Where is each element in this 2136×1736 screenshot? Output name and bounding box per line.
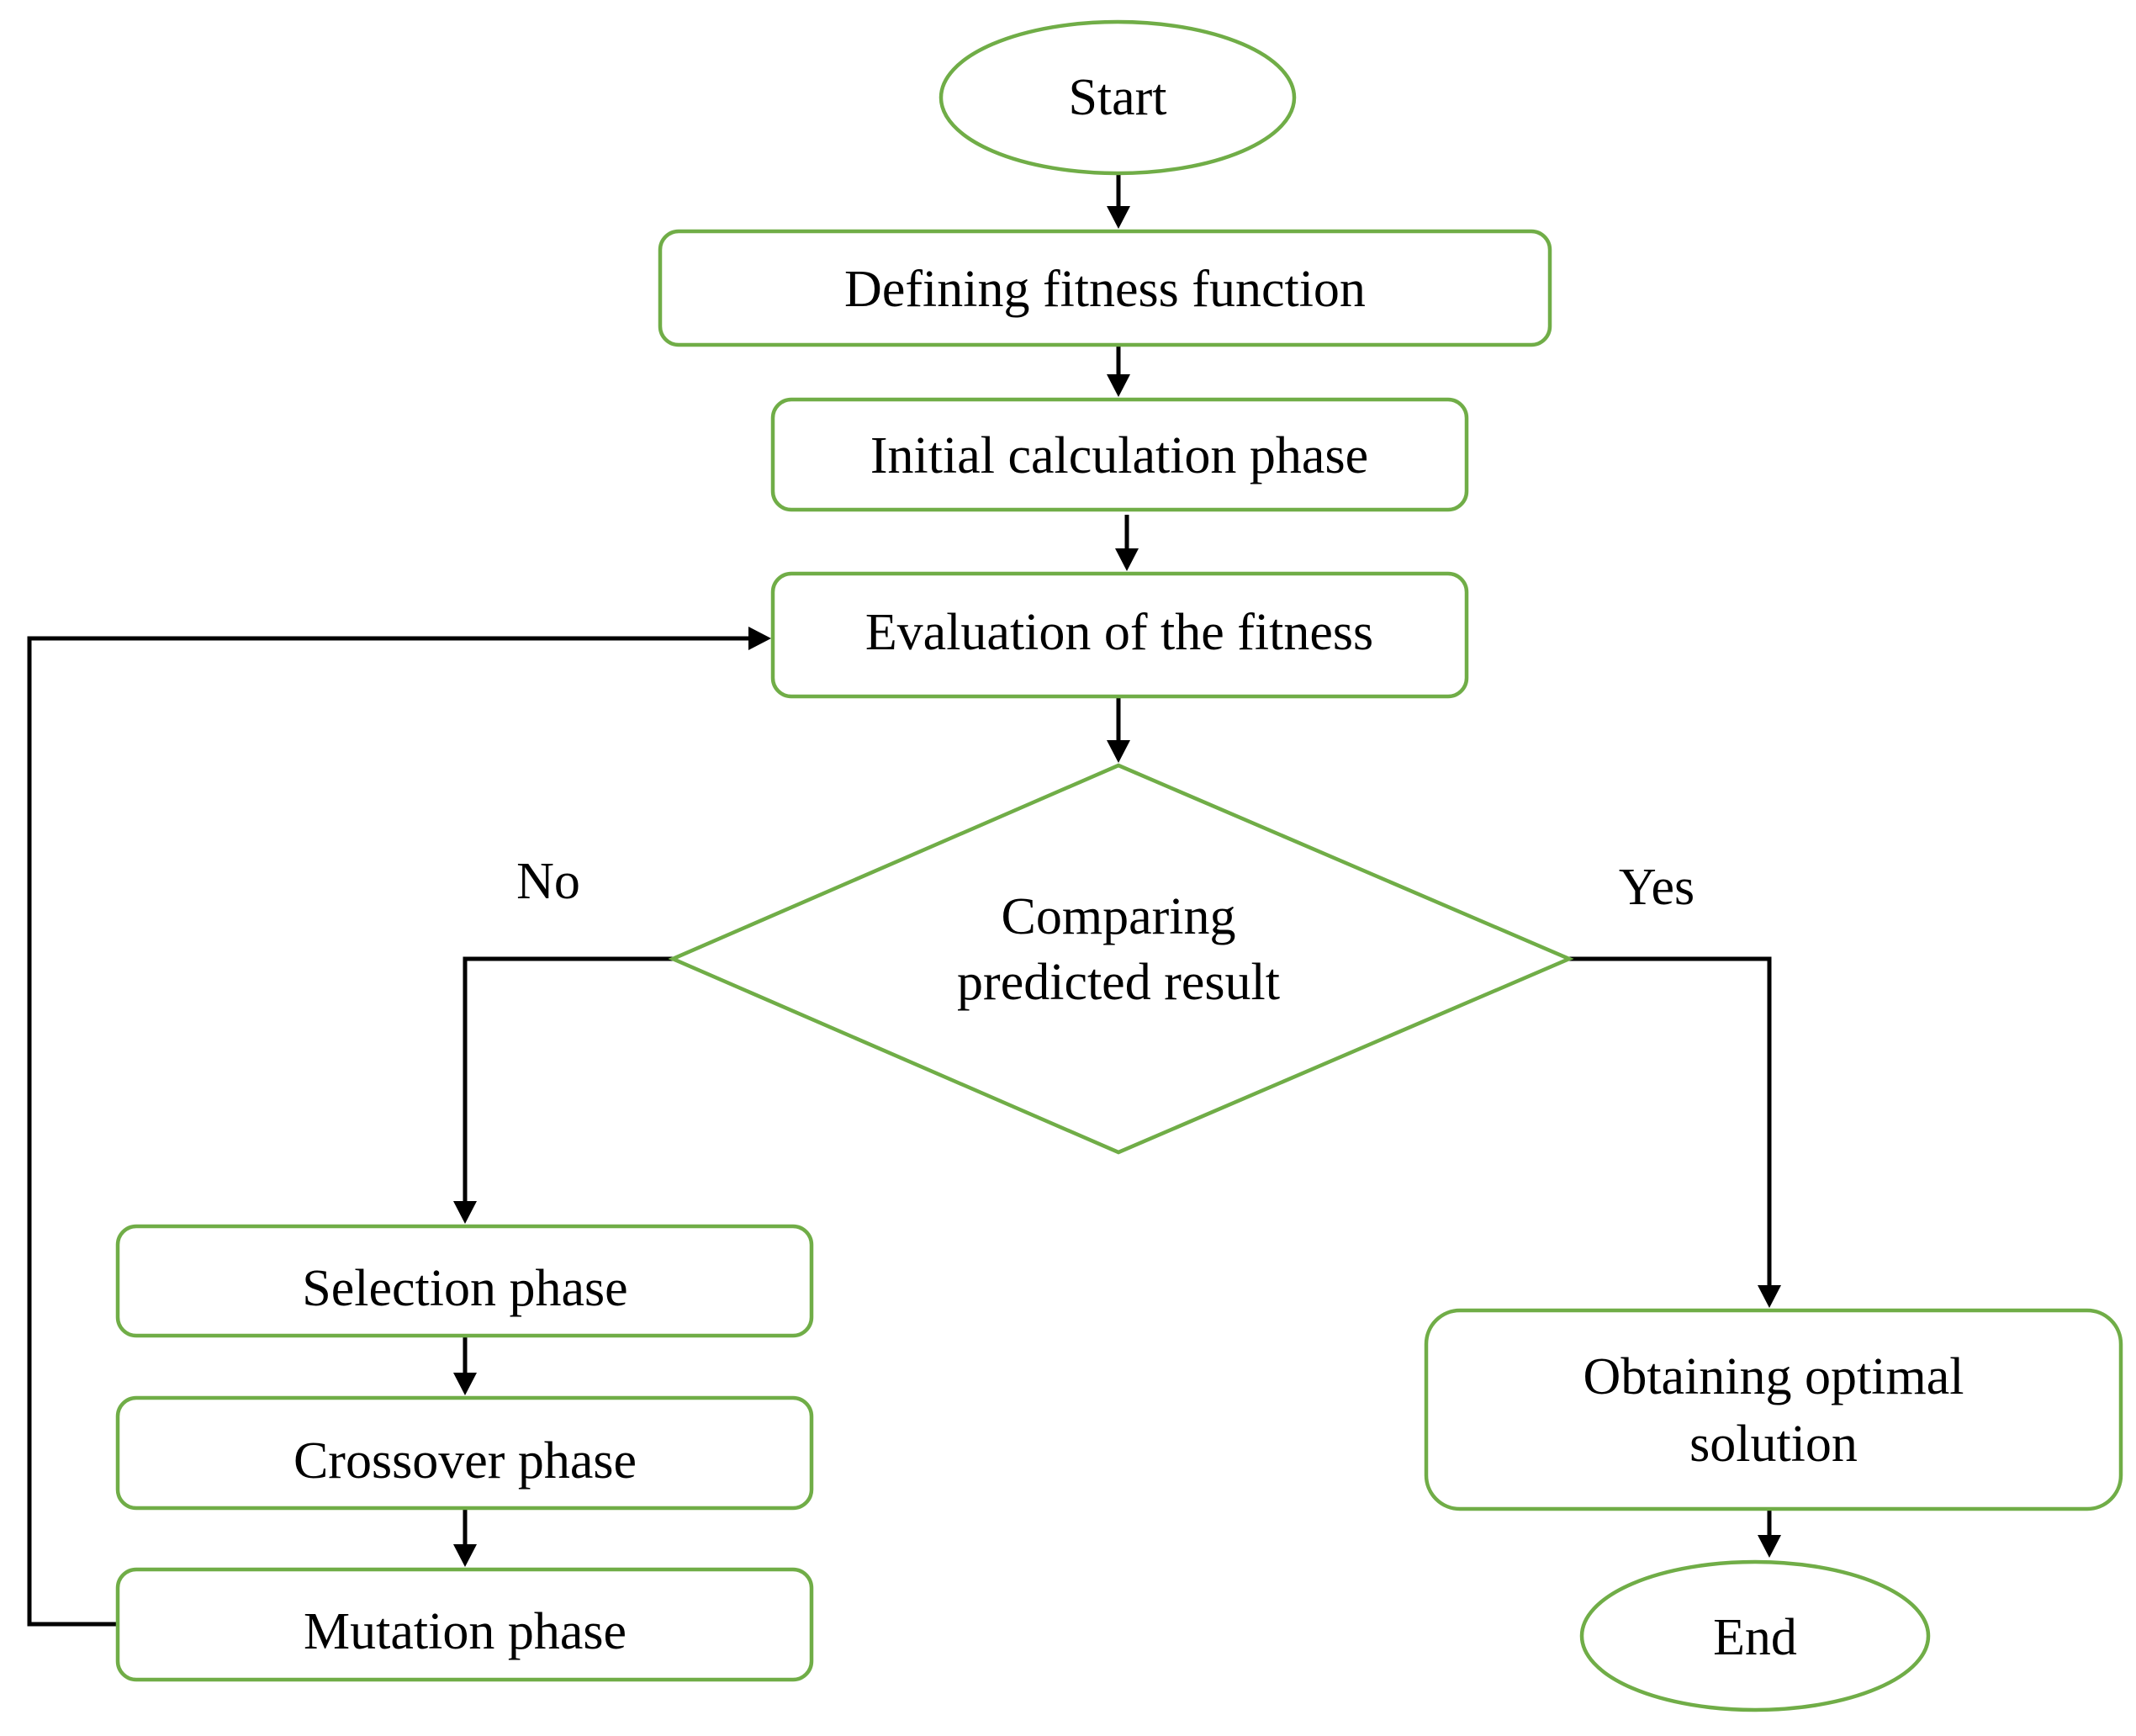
node-define-fitness: Defining fitness function [658,229,1552,347]
node-evaluation-label: Evaluation of the fitness [865,604,1373,661]
node-mutation-label: Mutation phase [304,1603,627,1660]
node-selection: Selection phase [115,1224,814,1338]
edge-selection-to-crossover [453,1337,477,1395]
node-start-label: Start [1068,69,1166,126]
node-crossover: Crossover phase [115,1395,814,1511]
node-define-fitness-label: Defining fitness function [844,261,1366,318]
node-comparing-label-line1: Comparing [1002,888,1236,945]
edge-start-to-define-fitness [1107,175,1130,229]
node-optimal-label-line1: Obtaining optimal [1583,1348,1964,1405]
node-crossover-label: Crossover phase [293,1432,637,1490]
node-end-label: End [1713,1609,1797,1666]
node-start: Start [938,19,1297,176]
node-initial-calc-label: Initial calculation phase [870,427,1368,484]
node-mutation: Mutation phase [115,1567,814,1682]
edge-comparing-to-selection-no [453,956,673,1224]
edge-evaluation-to-comparing [1107,696,1130,763]
node-comparing: Comparing predicted result [668,763,1574,1155]
connectors [27,175,1781,1627]
node-evaluation: Evaluation of the fitness [770,571,1469,699]
node-comparing-label-line2: predicted result [957,954,1280,1011]
node-initial-calc: Initial calculation phase [770,397,1469,512]
edge-mutation-to-evaluation-loop [27,627,771,1627]
node-optimal-solution: Obtaining optimal solution [1424,1308,2123,1511]
edge-comparing-to-optimal-yes [1569,956,1781,1308]
node-selection-label: Selection phase [302,1260,627,1317]
edge-crossover-to-mutation [453,1508,477,1567]
node-end: End [1579,1559,1931,1712]
edge-initial-calc-to-evaluation [1115,515,1139,571]
edge-define-fitness-to-initial-calc [1107,345,1130,397]
node-optimal-label-line2: solution [1689,1416,1858,1473]
edge-optimal-to-end [1758,1509,1781,1558]
branch-label-no: No [516,853,580,910]
branch-label-yes: Yes [1619,859,1695,916]
